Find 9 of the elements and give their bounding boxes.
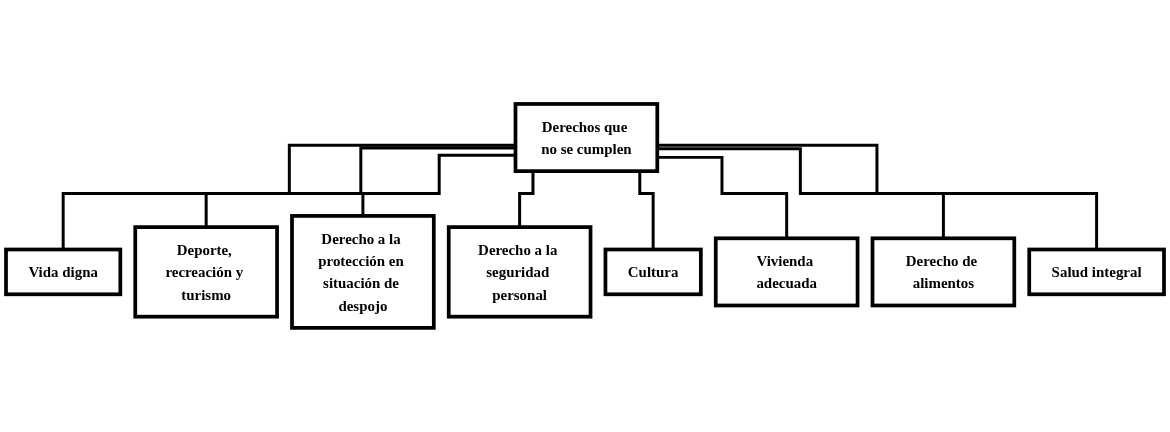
node-box: Salud integral <box>1027 247 1166 297</box>
node-box: Derecho a la protección en situación de despojo <box>290 214 436 330</box>
node-box: Derechos que no se cumplen <box>513 102 660 174</box>
node-box: Derecho de alimentos <box>870 236 1017 308</box>
node-box: Derecho a la seguridad personal <box>446 225 593 319</box>
node-box: Vida digna <box>4 247 123 297</box>
node-box: Vivienda adecuada <box>713 236 860 308</box>
node-box: Cultura <box>603 247 703 297</box>
node-box: Deporte, recreación y turismo <box>133 225 279 319</box>
